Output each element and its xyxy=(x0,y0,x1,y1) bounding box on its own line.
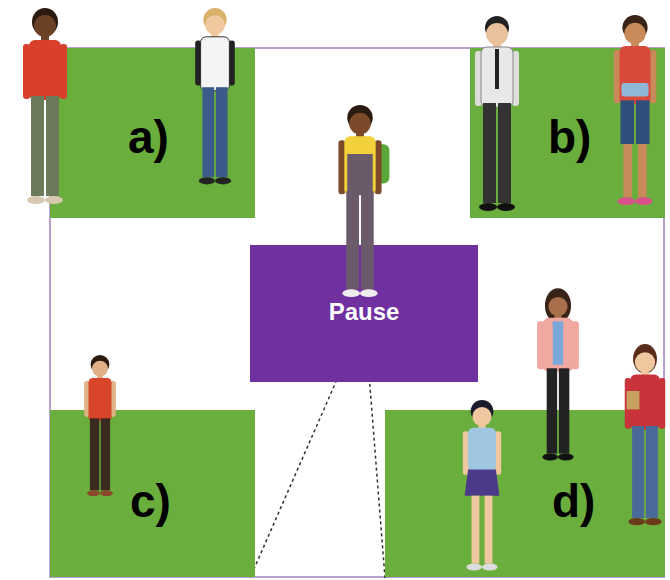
pause-box: Pause xyxy=(250,245,478,382)
person xyxy=(84,355,116,496)
zone-box: c) xyxy=(50,410,255,577)
person xyxy=(338,105,389,297)
zone-letter: b) xyxy=(548,112,591,163)
zone-letter: d) xyxy=(552,476,595,527)
person xyxy=(614,15,657,205)
box-label: Pause xyxy=(329,299,400,325)
person xyxy=(625,344,665,525)
person xyxy=(195,8,235,184)
zone-letter: a) xyxy=(128,112,169,163)
zone-box: b) xyxy=(470,48,665,218)
person xyxy=(537,288,579,460)
person xyxy=(463,400,501,571)
zone-letter: c) xyxy=(130,476,171,527)
person xyxy=(23,8,67,204)
room-outline xyxy=(50,48,664,577)
zone-box: d) xyxy=(385,410,665,577)
zone-box: a) xyxy=(50,48,255,218)
person xyxy=(475,16,519,211)
